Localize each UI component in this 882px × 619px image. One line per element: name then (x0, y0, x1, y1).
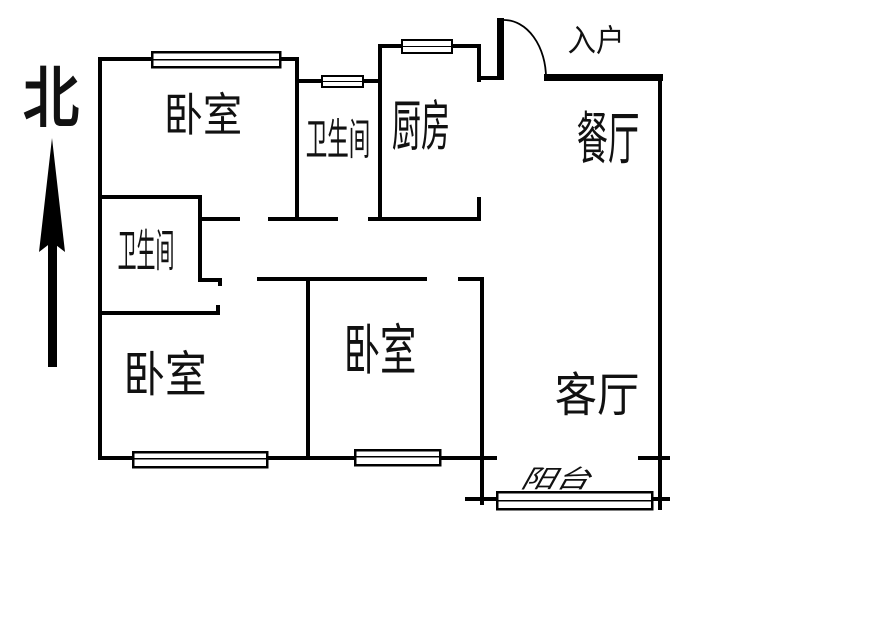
wall-segment (198, 195, 202, 282)
wall-segment (198, 278, 222, 282)
wall-segment (658, 74, 662, 510)
window-symbol (321, 75, 364, 88)
wall-segment (306, 277, 310, 460)
wall-segment (98, 311, 220, 315)
window-symbol (150, 50, 282, 69)
north-arrow-shaft (48, 242, 57, 367)
wall-segment (638, 456, 670, 460)
window-symbol (131, 450, 269, 469)
wall-segment (477, 76, 504, 80)
window-symbol (353, 448, 442, 467)
wall-segment (465, 497, 497, 501)
room-label-bedroom-north: 卧室 (163, 88, 243, 142)
wall-segment (477, 44, 481, 82)
north-arrow-head (39, 138, 65, 252)
entrance-door-arc (503, 19, 547, 79)
wall-segment (98, 57, 102, 460)
entrance-door-leaf (497, 18, 504, 80)
wall-segment (98, 195, 202, 199)
wall-segment (98, 456, 497, 460)
room-label-dining-room: 餐厅 (576, 106, 640, 173)
window-symbol (401, 39, 453, 54)
room-label-bedroom-middle: 卧室 (343, 318, 417, 383)
room-label-bathroom-north: 卫生间 (305, 115, 371, 166)
north-arrow (39, 138, 65, 367)
window-symbol (495, 490, 654, 511)
compass-north-label: 北 (22, 60, 80, 137)
wall-segment (378, 44, 382, 221)
wall-segment (477, 197, 481, 221)
wall-segment (218, 278, 222, 286)
wall-segment (268, 217, 338, 221)
wall-segment (257, 277, 427, 281)
wall-segment (216, 305, 220, 311)
room-label-bathroom-west: 卫生间 (117, 224, 175, 278)
room-label-bedroom-southwest: 卧室 (123, 346, 207, 404)
room-label-kitchen: 厨房 (391, 94, 451, 159)
room-label-living-room: 客厅 (554, 368, 640, 424)
wall-segment (295, 57, 299, 221)
room-label-entrance: 入户 (567, 23, 625, 60)
wall-segment (652, 497, 670, 501)
wall-segment (544, 74, 663, 81)
windows-layer (131, 39, 654, 511)
room-label-balcony: 阳台 (518, 464, 594, 494)
wall-segment (458, 277, 484, 281)
wall-segment (202, 217, 240, 221)
wall-segment (480, 277, 484, 505)
wall-segment (368, 217, 481, 221)
